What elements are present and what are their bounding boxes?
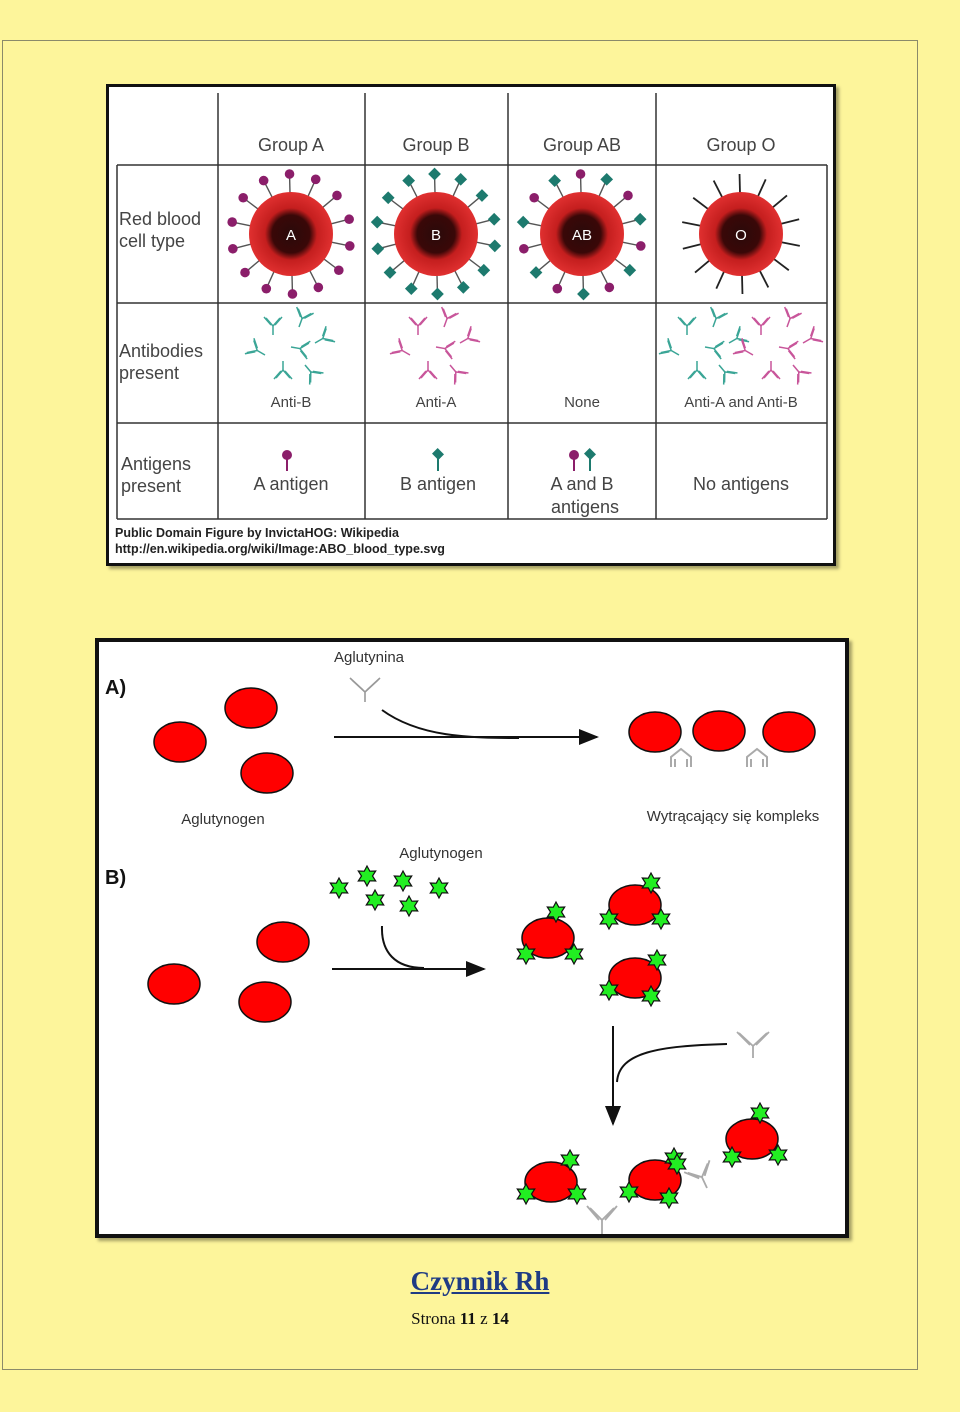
- final-complex-cells: [516, 1101, 788, 1210]
- antibody-label-group-b: Anti-A: [416, 394, 457, 411]
- antibody-icon-panel-b: [736, 1031, 770, 1058]
- page-current: 11: [459, 1309, 476, 1328]
- rbc-label-a: A: [286, 227, 296, 244]
- panel-b-down-curve: [616, 1043, 728, 1083]
- panel-a-curve: [381, 709, 520, 739]
- rbc-label-b: B: [431, 227, 441, 244]
- panel-a-label: A): [105, 677, 126, 699]
- antigen-ab-icons: [569, 447, 597, 471]
- page-border: [2, 40, 918, 1370]
- antibody-icon-aglutynina: [349, 677, 381, 702]
- credit-line-1: Public Domain Figure by InvictaHOG: Wiki…: [115, 526, 400, 540]
- complex-label: Wytrącający się kompleks: [647, 808, 819, 825]
- column-header-group-o: Group O: [706, 135, 775, 155]
- panel-b-curve: [380, 925, 425, 969]
- antigen-label-group-b: B antigen: [400, 474, 476, 494]
- section-heading: Czynnik Rh: [410, 1266, 550, 1296]
- antibody-cluster-o-anti-b: [658, 306, 750, 385]
- rbc-group-o: O: [682, 173, 800, 295]
- antigen-label-group-o: No antigens: [693, 474, 789, 494]
- page-word: Strona: [411, 1309, 456, 1328]
- antigen-label-group-a: A antigen: [253, 474, 328, 494]
- rbc-label-ab: AB: [572, 227, 592, 244]
- page-of: z: [480, 1309, 488, 1328]
- agglutination-diagram: A) Aglutynogen Aglutynina: [95, 638, 849, 1238]
- panel-b-cells: [147, 921, 310, 1023]
- panel-a-cells: [153, 687, 294, 794]
- antibody-label-group-o: Anti-A and Anti-B: [684, 394, 797, 411]
- abo-table-svg: Group A Group B Group AB Group O Red blo…: [115, 93, 828, 556]
- aglutynogen-label-b: Aglutynogen: [399, 845, 482, 862]
- aglutynina-label: Aglutynina: [334, 649, 405, 666]
- rbc-group-ab: AB: [516, 169, 647, 301]
- sensitized-cells: [516, 871, 671, 1008]
- agglutination-svg: A) Aglutynogen Aglutynina: [105, 649, 819, 1234]
- aglutynogen-label-a: Aglutynogen: [181, 811, 264, 828]
- antibody-cluster-o-anti-a: [732, 306, 824, 385]
- rbc-group-b: B: [370, 167, 502, 301]
- antibody-label-group-a: Anti-B: [271, 394, 312, 411]
- column-header-group-a: Group A: [258, 135, 324, 155]
- final-complex-antibodies: [586, 1160, 711, 1234]
- antibody-cluster-anti-a: [389, 306, 481, 385]
- abo-blood-type-figure: Group A Group B Group AB Group O Red blo…: [106, 84, 836, 566]
- antigen-b-icon: [431, 447, 445, 471]
- antigen-a-icon: [282, 450, 292, 471]
- rbc-label-o: O: [735, 227, 747, 244]
- agglutinated-complex: [628, 710, 816, 767]
- rbc-group-a: A: [227, 169, 355, 299]
- antibody-cluster-anti-b: [244, 306, 336, 385]
- abo-table-grid: [116, 93, 828, 520]
- antibody-label-group-ab: None: [564, 394, 600, 411]
- page-counter: Strona 11 z 14: [0, 1309, 920, 1329]
- credit-line-2: http://en.wikipedia.org/wiki/Image:ABO_b…: [115, 542, 445, 556]
- page-total: 14: [491, 1309, 509, 1328]
- panel-b-label: B): [105, 867, 126, 889]
- free-antigen-stars: [329, 864, 449, 918]
- column-header-group-b: Group B: [402, 135, 469, 155]
- column-header-group-ab: Group AB: [543, 135, 621, 155]
